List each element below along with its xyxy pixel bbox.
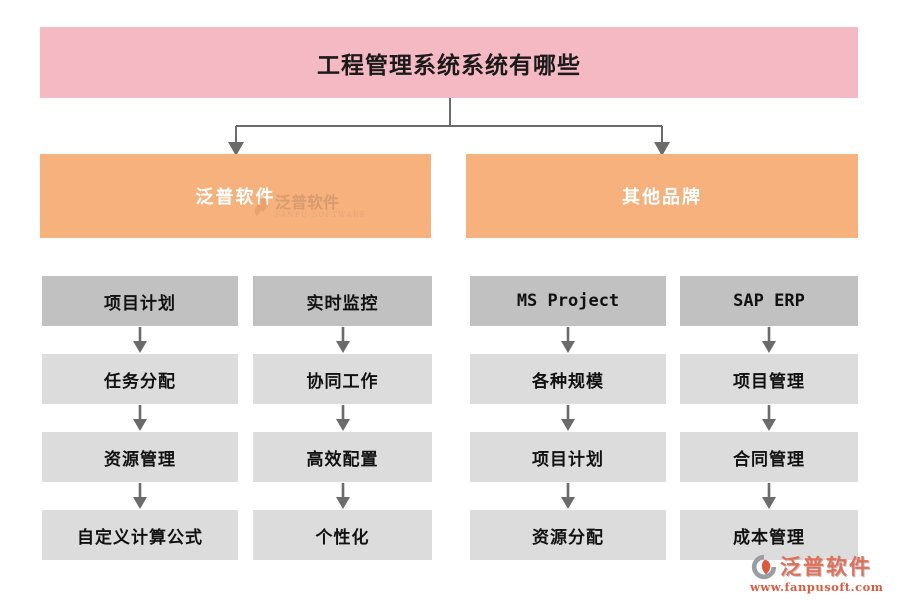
flow-box: 项目管理 xyxy=(680,354,858,404)
flow-box: 项目计划 xyxy=(470,432,666,482)
branch-label: 其他品牌 xyxy=(622,187,702,208)
down-arrow-icon xyxy=(762,327,776,353)
flow-box: 自定义计算公式 xyxy=(42,510,238,560)
flow-column-1: 项目计划任务分配资源管理自定义计算公式 xyxy=(42,276,238,560)
down-arrow-icon xyxy=(762,405,776,431)
flow-box: 实时监控 xyxy=(253,276,432,326)
flow-box: 各种规模 xyxy=(470,354,666,404)
flow-box: 合同管理 xyxy=(680,432,858,482)
flow-column-2: 实时监控协同工作高效配置个性化 xyxy=(253,276,432,560)
flow-box: 任务分配 xyxy=(42,354,238,404)
branch-header-fanpu: 泛普软件 泛普软件 FANPU SOFTWARE xyxy=(40,154,431,238)
flow-column-4: SAP ERP 项目管理合同管理成本管理 xyxy=(680,276,858,560)
flow-box: 项目计划 xyxy=(42,276,238,326)
flow-column-3: MS Project 各种规模项目计划资源分配 xyxy=(470,276,666,560)
flow-box: 个性化 xyxy=(253,510,432,560)
logo-name: 泛普软件 xyxy=(780,554,872,579)
watermark-subtext: FANPU SOFTWARE xyxy=(275,211,367,219)
down-arrow-icon xyxy=(133,327,147,353)
down-arrow-icon xyxy=(762,483,776,509)
down-arrow-icon xyxy=(335,405,350,431)
branch-label: 泛普软件 xyxy=(195,187,276,208)
down-arrow-icon xyxy=(335,327,350,353)
flow-box: MS Project xyxy=(470,276,666,326)
flow-box: 高效配置 xyxy=(253,432,432,482)
branch-header-others: 其他品牌 xyxy=(466,154,858,238)
flow-box: 成本管理 xyxy=(680,510,858,560)
down-arrow-icon xyxy=(561,327,575,353)
fanpu-swoosh-icon xyxy=(751,554,777,580)
down-arrow-icon xyxy=(561,405,575,431)
fanpu-logo: 泛普软件 www.fanpusoft.com xyxy=(750,553,886,594)
flow-box: 资源管理 xyxy=(42,432,238,482)
flow-box: 协同工作 xyxy=(253,354,432,404)
title-banner: 工程管理系统系统有哪些 xyxy=(40,27,858,98)
flow-box: 资源分配 xyxy=(470,510,666,560)
down-arrow-icon xyxy=(133,405,147,431)
down-arrow-icon xyxy=(335,483,350,509)
down-arrow-icon xyxy=(133,483,147,509)
logo-url: www.fanpusoft.com xyxy=(750,580,884,594)
page-title: 工程管理系统系统有哪些 xyxy=(317,51,581,79)
watermark-text: 泛普软件 xyxy=(275,193,340,212)
down-arrow-icon xyxy=(561,483,575,509)
flow-box: SAP ERP xyxy=(680,276,858,326)
